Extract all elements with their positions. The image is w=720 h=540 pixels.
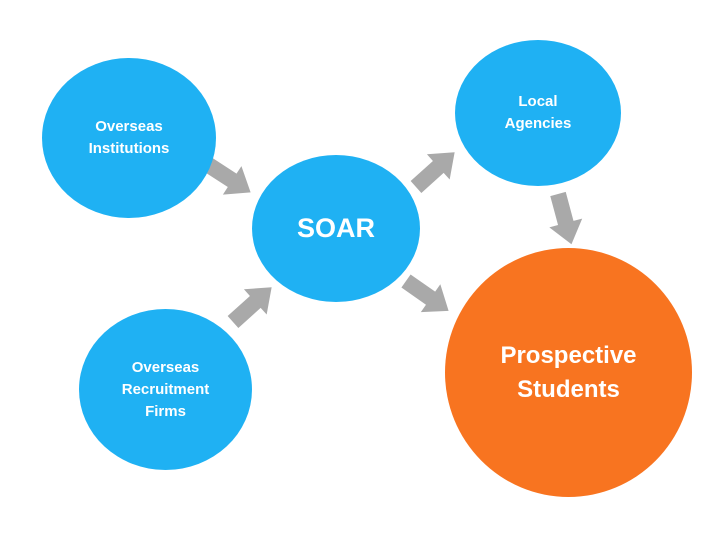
arrow-soar-to-local: [404, 139, 467, 200]
arrow-recruitment-to-soar: [221, 274, 284, 335]
arrow-local-to-students: [541, 189, 588, 249]
node-label-soar: SOAR: [296, 213, 375, 243]
node-label-local-agencies: Local Agencies: [504, 93, 572, 132]
node-soar: SOAR: [252, 155, 420, 302]
node-local-agencies: Local Agencies: [455, 40, 621, 186]
node-label-overseas-institutions: Overseas Institutions: [88, 118, 170, 157]
node-label-overseas-recruitment-firms: Overseas Recruitment Firms: [121, 358, 210, 420]
node-overseas-institutions: Overseas Institutions: [42, 58, 216, 218]
node-prospective-students: Prospective Students: [445, 248, 692, 497]
node-label-prospective-students: Prospective Students: [500, 341, 637, 403]
node-overseas-recruitment-firms: Overseas Recruitment Firms: [79, 309, 252, 470]
arrow-soar-to-students: [396, 267, 459, 325]
